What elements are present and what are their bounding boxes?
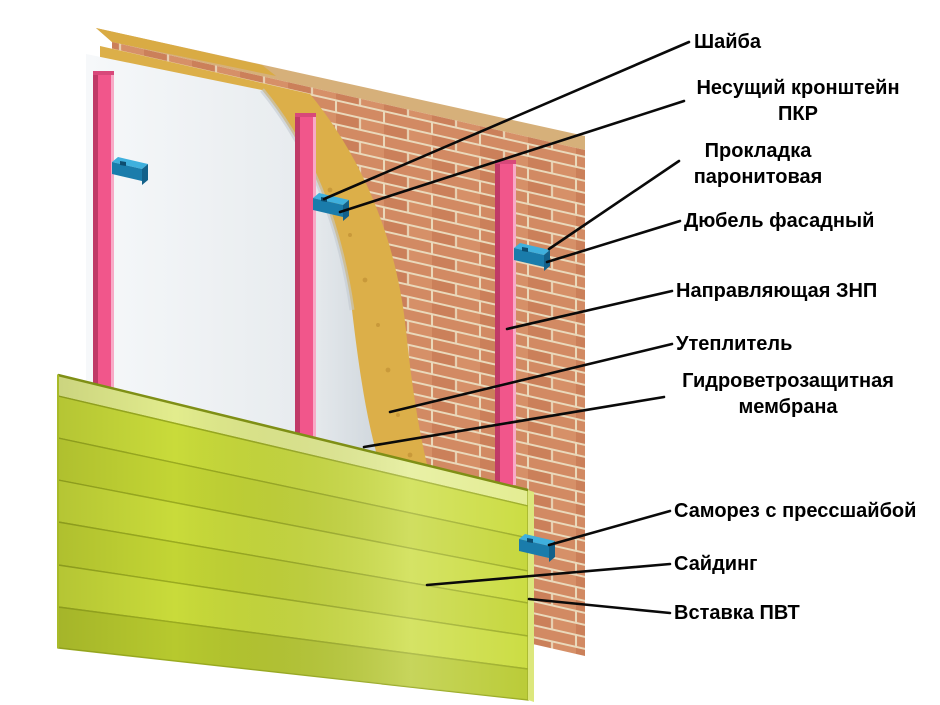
label-kronshtein-line2: ПКР <box>778 103 818 125</box>
label-prokladka-line1: Прокладка <box>704 140 812 162</box>
siding-panel <box>57 373 534 702</box>
label-samorez: Саморез с прессшайбой <box>674 500 917 522</box>
leader-vstavka <box>527 597 672 615</box>
leader-samorez <box>547 509 672 547</box>
label-napravlyayushchaya: Направляющая ЗНП <box>676 280 878 302</box>
siding-right-edge <box>528 490 534 702</box>
profile-middle <box>295 113 316 438</box>
label-prokladka-line2: паронитовая <box>693 166 823 188</box>
insulation-top-edge <box>96 28 276 76</box>
label-dyubel: Дюбель фасадный <box>684 210 875 232</box>
profile-right <box>495 160 516 485</box>
leader-prokladka <box>547 159 681 251</box>
label-uteplitel: Утеплитель <box>676 333 793 355</box>
label-kronshtein-line1: Несущий кронштейн <box>696 77 900 99</box>
label-shaiba: Шайба <box>694 31 761 53</box>
leader-sayding <box>425 562 672 587</box>
label-prokladka: Прокладка паронитовая <box>683 138 833 190</box>
profile-left <box>93 71 114 390</box>
bracket-left <box>112 157 148 185</box>
leader-shaiba <box>322 40 691 201</box>
leader-lines <box>322 40 691 615</box>
label-vstavka: Вставка ПВТ <box>674 602 800 624</box>
leader-dyubel <box>545 219 682 264</box>
label-membrana: Гидроветрозащитная мембрана <box>666 368 910 420</box>
label-kronshtein: Несущий кронштейн ПКР <box>686 75 910 127</box>
leader-kronshtein <box>338 99 686 214</box>
label-membrana-line1: Гидроветрозащитная <box>682 370 894 392</box>
bracket-bottom <box>519 534 555 562</box>
leader-napravlyayushchaya <box>505 289 674 331</box>
leader-uteplitel <box>388 342 674 414</box>
siding-top-outline <box>57 373 529 492</box>
leader-membrana <box>362 395 666 449</box>
bracket-right <box>514 243 550 271</box>
label-membrana-line2: мембрана <box>738 396 838 418</box>
label-sayding: Сайдинг <box>674 553 758 575</box>
siding-sheen <box>58 375 528 700</box>
